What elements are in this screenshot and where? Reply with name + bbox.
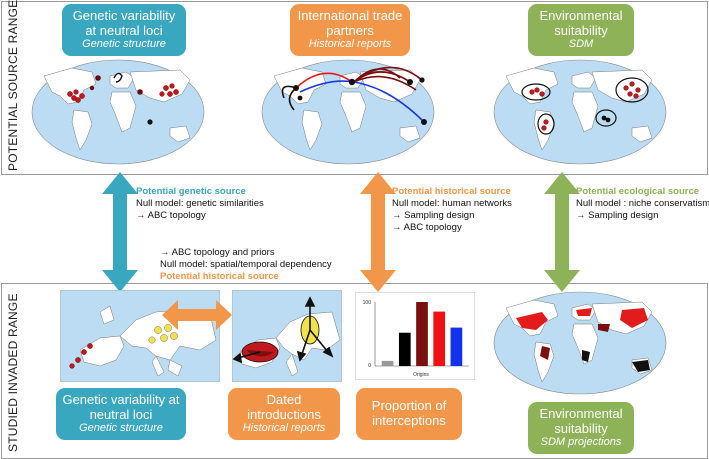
box-subtitle: SDM: [568, 38, 594, 51]
box-title: Environmental suitability: [539, 8, 623, 38]
dated-introductions-arrow: [162, 300, 232, 330]
x-axis-label: Origins: [413, 372, 429, 378]
box-title: Genetic variability at neutral loci: [72, 8, 176, 38]
sdm-world-map: [493, 59, 667, 165]
environmental-suitability-source-box: Environmental suitability SDM: [528, 4, 634, 56]
box-title: International trade partners: [297, 8, 403, 38]
link-line: Null model: genetic similarities: [136, 197, 264, 209]
box-subtitle: Genetic structure: [82, 38, 166, 51]
environmental-suitability-invaded-box: Environmental suitability SDM projection…: [528, 402, 634, 454]
europe-genetic-map: [60, 290, 220, 382]
box-title: Genetic variability at neutral loci: [62, 392, 180, 422]
trade-partners-box: International trade partners Historical …: [290, 4, 410, 56]
middle-link-text: → ABC topology and priors Null model: sp…: [160, 247, 332, 283]
bar: [416, 302, 428, 366]
dated-introductions-box: Dated introductions Historical reports: [228, 388, 340, 440]
ecological-link-arrow: [544, 172, 580, 292]
genetic-link-arrow: [102, 172, 138, 292]
box-subtitle: Historical reports: [308, 38, 392, 51]
invaded-range-label: STUDIED INVADED RANGE: [6, 293, 20, 452]
proportion-interceptions-box: Proportion of interceptions: [356, 388, 462, 440]
link-line: Null model: spatial/temporal dependency: [160, 258, 332, 270]
link-heading: Potential historical source: [160, 270, 279, 282]
link-line: → ABC topology: [392, 221, 462, 233]
historical-link-text: Potential historical source Null model: …: [392, 186, 512, 234]
link-line: → ABC topology and priors: [160, 247, 275, 258]
box-subtitle: Historical reports: [242, 422, 326, 435]
box-title: Proportion of interceptions: [371, 398, 447, 428]
link-line: → ABC topology: [136, 209, 206, 221]
y-tick-label: 100: [363, 300, 372, 306]
link-line: Null model : niche conservatism: [576, 197, 709, 209]
link-line: Null model: human networks: [392, 197, 512, 209]
genetic-variability-invaded-box: Genetic variability at neutral loci Gene…: [56, 388, 186, 440]
europe-dated-introductions-map: [232, 290, 342, 382]
link-heading: Potential ecological source: [576, 186, 700, 197]
trade-routes-world-map: [261, 59, 435, 165]
genetic-link-text: Potential genetic source Null model: gen…: [136, 186, 264, 222]
link-heading: Potential historical source: [392, 186, 511, 197]
genetic-variability-source-box: Genetic variability at neutral loci Gene…: [62, 4, 186, 56]
link-heading: Potential genetic source: [136, 186, 246, 197]
bar: [450, 327, 463, 366]
bar: [381, 360, 394, 366]
box-subtitle: Genetic structure: [79, 422, 163, 435]
bar: [433, 311, 446, 366]
link-line: → Sampling design: [392, 209, 475, 221]
link-line: → Sampling design: [576, 209, 659, 221]
box-subtitle: SDM projections: [540, 436, 622, 449]
source-ranges-label: POTENTIAL SOURCE RANGES: [6, 0, 20, 171]
ecological-link-text: Potential ecological source Null model :…: [576, 186, 709, 222]
bar: [398, 332, 411, 366]
historical-link-arrow: [360, 172, 396, 292]
y-tick-label: 0: [368, 363, 371, 369]
interceptions-bar-chart: 100 0 Origins: [355, 292, 475, 380]
box-title: Dated introductions: [247, 392, 321, 422]
box-title: Environmental suitability: [539, 406, 623, 436]
genetic-structure-world-map: [31, 59, 205, 165]
sdm-projection-world-map: [493, 291, 667, 395]
